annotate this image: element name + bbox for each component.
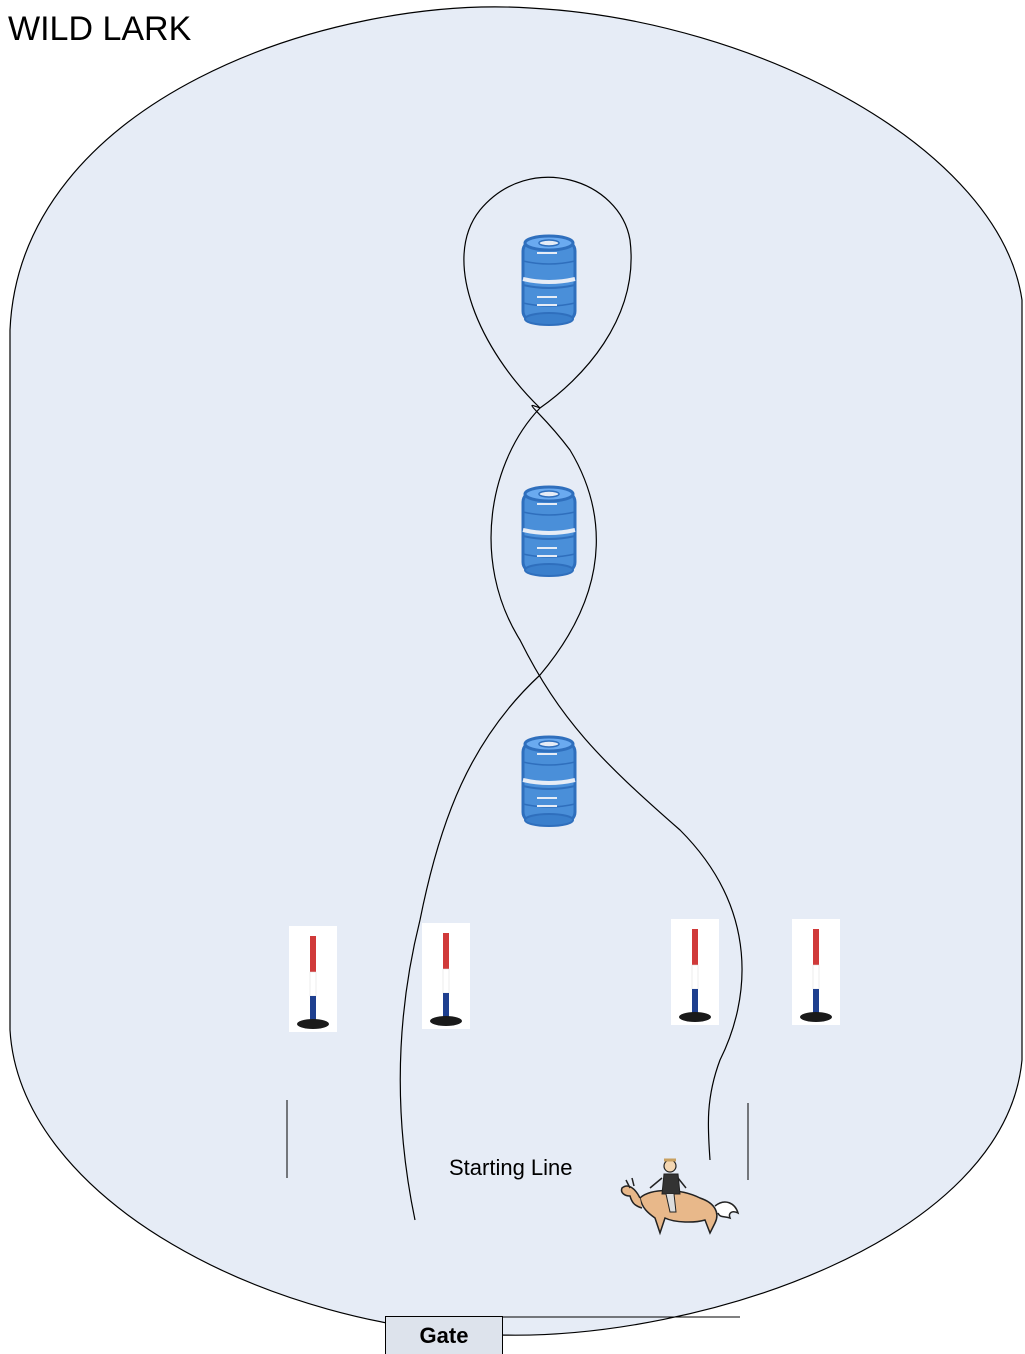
- course-path: [399, 176, 743, 1221]
- gate-label: Gate: [385, 1316, 503, 1354]
- barrel-icon: [521, 735, 577, 828]
- diagram-title: WILD LARK: [8, 10, 192, 48]
- barrel-icon: [521, 234, 577, 327]
- pole-icon: [421, 922, 471, 1030]
- pole-icon: [791, 918, 841, 1026]
- pole-icon: [288, 925, 338, 1033]
- barrel-icon: [521, 485, 577, 578]
- pole-icon: [670, 918, 720, 1026]
- arena-outline: [9, 6, 1023, 1336]
- starting-line-label: Starting Line: [449, 1155, 573, 1180]
- horse-rider-icon: [620, 1158, 740, 1236]
